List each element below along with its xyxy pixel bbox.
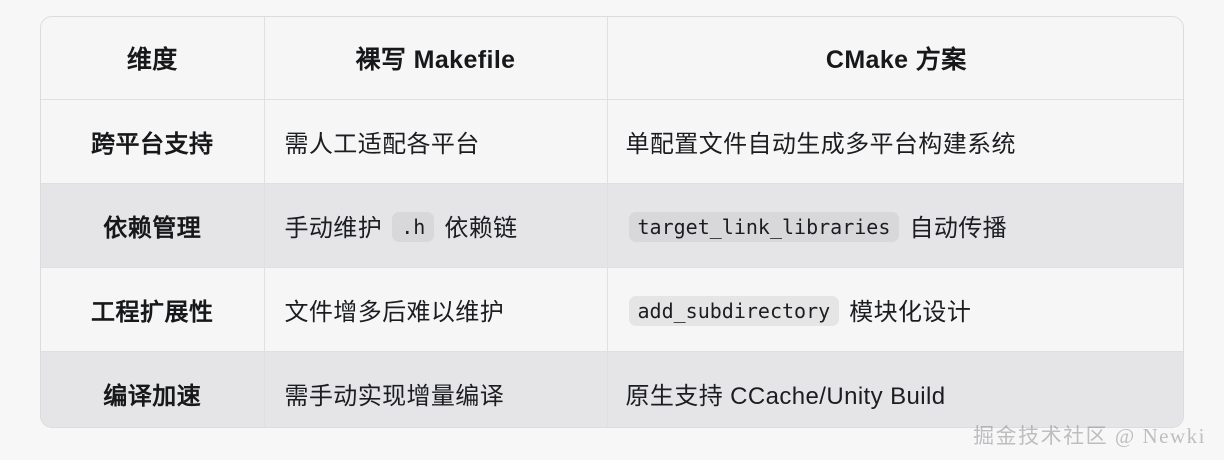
cell-text: 单配置文件自动生成多平台构建系统 (625, 130, 1016, 158)
column-header-makefile: 裸写 Makefile (264, 17, 608, 100)
cell-text: 手动维护 (284, 214, 383, 242)
column-header-cmake: CMake 方案 (607, 17, 1183, 100)
cell-dimension: 工程扩展性 (41, 267, 265, 352)
cell-makefile: 需人工适配各平台 (264, 99, 608, 184)
cell-cmake: 单配置文件自动生成多平台构建系统 (607, 99, 1183, 184)
table-row: 跨平台支持需人工适配各平台 单配置文件自动生成多平台构建系统 (41, 99, 1183, 184)
column-header-dimension: 维度 (41, 17, 265, 100)
cell-text: 文件增多后难以维护 (284, 298, 505, 326)
table-header-row: 维度 裸写 Makefile CMake 方案 (41, 17, 1183, 100)
table-row: 编译加速需手动实现增量编译 原生支持 CCache/Unity Build (41, 351, 1183, 427)
table-header: 维度 裸写 Makefile CMake 方案 (41, 17, 1183, 100)
cell-makefile: 文件增多后难以维护 (264, 267, 608, 352)
cell-text: 原生支持 CCache/Unity Build (625, 382, 946, 410)
cell-cmake: 原生支持 CCache/Unity Build (607, 351, 1183, 427)
cell-text: 模块化设计 (849, 298, 972, 326)
cell-dimension: 依赖管理 (41, 183, 265, 268)
code-chip: target_link_libraries (628, 211, 900, 242)
comparison-table-container: 维度 裸写 Makefile CMake 方案 跨平台支持需人工适配各平台 单配置… (40, 16, 1184, 428)
cell-text: 依赖链 (444, 214, 518, 242)
cell-dimension: 跨平台支持 (41, 99, 265, 184)
cell-text: 需人工适配各平台 (284, 130, 480, 158)
cell-text: 需手动实现增量编译 (284, 382, 505, 410)
cell-cmake: add_subdirectory 模块化设计 (607, 267, 1183, 352)
cell-makefile: 手动维护 .h 依赖链 (264, 183, 608, 268)
table-row: 工程扩展性文件增多后难以维护 add_subdirectory 模块化设计 (41, 267, 1183, 352)
code-chip: .h (392, 211, 435, 242)
cell-text: 自动传播 (909, 214, 1008, 242)
code-chip: add_subdirectory (628, 295, 840, 326)
cell-makefile: 需手动实现增量编译 (264, 351, 608, 427)
cell-dimension: 编译加速 (41, 351, 265, 427)
cell-cmake: target_link_libraries 自动传播 (607, 183, 1183, 268)
table-body: 跨平台支持需人工适配各平台 单配置文件自动生成多平台构建系统依赖管理手动维护 .h… (41, 99, 1183, 427)
comparison-table: 维度 裸写 Makefile CMake 方案 跨平台支持需人工适配各平台 单配置… (41, 17, 1183, 427)
